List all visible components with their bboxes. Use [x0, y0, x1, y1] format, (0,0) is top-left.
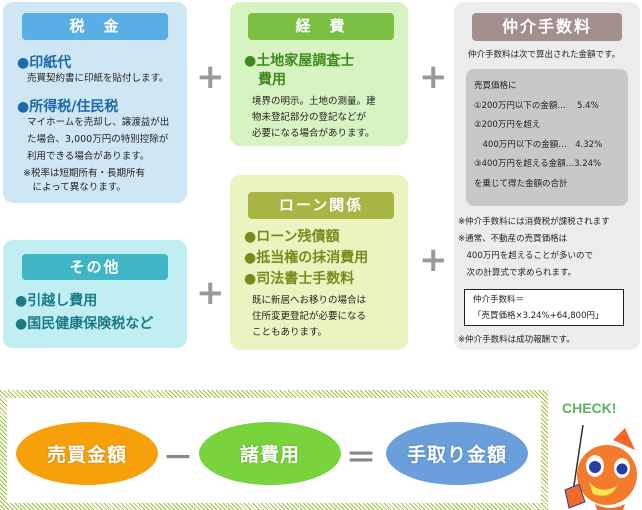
tax-item-income-desc: マイホームを売却し、譲渡益が出 た場合、3,000万円の特別控除が 利用できる場… — [27, 114, 169, 165]
text-line: 費用 — [244, 72, 286, 88]
loan-items: ●ローン残債額 ●抵当権の抹消費用 ●司法書士手数料 — [244, 227, 368, 290]
tax-item-stamp: ●印紙代 — [17, 55, 72, 71]
text-line: ※通常、不動産の売買価格は — [458, 234, 568, 244]
plus-icon: + — [196, 273, 225, 313]
broker-fee-box: 仲介手数料 仲介手数料は次で算出された金額です。 売買価格に ①200万円以下の… — [454, 2, 640, 350]
other-items: ●引越し費用 ●国民健康保険税など — [15, 290, 153, 336]
expense-box: 経 費 ●土地家屋調査士 費用 境界の明示。土地の測量。建 物未登記部分の登記な… — [230, 2, 408, 146]
loan-item: ●ローン残債額 — [244, 229, 340, 245]
goldfish-mascot-icon — [564, 424, 637, 510]
plus-icon: + — [419, 240, 448, 280]
broker-intro: 仲介手数料は次で算出された金額です。 — [468, 50, 621, 60]
loan-header: ローン関係 — [248, 192, 394, 219]
text-line: 物未登記部分の登記などが — [252, 112, 367, 123]
check-label: CHECK! — [562, 400, 617, 416]
loan-item: ●抵当権の抹消費用 — [244, 250, 369, 266]
formula-box: 仲介手数料＝ 「売買価格×3.24%+64,800円」 — [464, 289, 624, 326]
expense-header: 経 費 — [248, 13, 394, 40]
tax-item-stamp-desc: 売買契約書に印紙を貼付します。 — [27, 73, 169, 84]
formula-line: 仲介手数料＝ — [473, 295, 525, 305]
rate-line: ①200万円以下の金額… 5.4% — [474, 100, 599, 111]
text-line: 境界の明示。土地の測量。建 — [252, 96, 376, 107]
minus-icon: － — [163, 441, 193, 476]
text-line: 利用できる場合があります。 — [27, 151, 150, 162]
tax-item-income: ●所得税/住民税 — [17, 99, 119, 115]
expense-desc: 境界の明示。土地の測量。建 物未登記部分の登記などが 必要になる場合があります。 — [252, 94, 376, 142]
text-line: 必要になる場合があります。 — [252, 128, 375, 139]
text-line: 次の計算式で求められます。 — [458, 268, 577, 278]
broker-fee-header: 仲介手数料 — [472, 13, 622, 41]
loan-box: ローン関係 ●ローン残債額 ●抵当権の抹消費用 ●司法書士手数料 既に新居へお移… — [230, 175, 408, 350]
rate-panel: 売買価格に ①200万円以下の金額… 5.4% ②200万円を超え 400万円以… — [466, 69, 628, 206]
text-line: こともあります。 — [252, 327, 328, 338]
expenses-ellipse: 諸費用 — [199, 422, 341, 485]
broker-footer: ※仲介手数料は成功報酬です。 — [458, 335, 575, 345]
sale-amount-ellipse: 売買金額 — [16, 422, 158, 485]
other-item: ●国民健康保険税など — [15, 316, 154, 332]
rate-line: 売買価格に — [474, 81, 517, 91]
plus-icon: + — [419, 57, 448, 97]
rate-line: ③400万円を超える金額…3.24% — [474, 159, 602, 169]
rate-list: 売買価格に ①200万円以下の金額… 5.4% ②200万円を超え 400万円以… — [474, 77, 602, 194]
text-line: によって異なります。 — [23, 182, 126, 193]
tax-header: 税 金 — [22, 13, 168, 40]
rate-line: 400万円以下の金額… 4.32% — [474, 139, 603, 150]
text-line: た場合、3,000万円の特別控除が — [27, 134, 169, 145]
expense-item-survey: ●土地家屋調査士 費用 — [244, 52, 354, 90]
net-proceeds-ellipse: 手取り金額 — [386, 422, 528, 485]
broker-notes: ※仲介手数料には消費税が課税されます ※通常、不動産の売買価格は 400万円を超… — [458, 214, 610, 282]
text-line: 400万円を超えることが多いので — [458, 251, 593, 261]
loan-desc: 既に新居へお移りの場合は 住所変更登記が必要になる こともあります。 — [252, 293, 366, 341]
other-header: その他 — [22, 254, 168, 280]
text-line: 住所変更登記が必要になる — [252, 311, 367, 322]
equals-icon: ＝ — [346, 441, 376, 476]
text-line: マイホームを売却し、譲渡益が出 — [27, 117, 170, 128]
other-box: その他 ●引越し費用 ●国民健康保険税など — [3, 240, 187, 348]
other-item: ●引越し費用 — [15, 293, 98, 309]
text-line: ●土地家屋調査士 — [244, 53, 355, 69]
plus-icon: + — [196, 57, 225, 97]
text-line: ※税率は短期所有・長期所有 — [23, 168, 145, 179]
loan-item: ●司法書士手数料 — [244, 271, 355, 287]
text-line: ※仲介手数料には消費税が課税されます — [458, 217, 610, 227]
rate-line: を乗じて得た金額の合計 — [474, 178, 568, 189]
rate-line: ②200万円を超え — [474, 120, 541, 130]
formula-line: 「売買価格×3.24%+64,800円」 — [473, 311, 604, 321]
tax-box: 税 金 ●印紙代 売買契約書に印紙を貼付します。 ●所得税/住民税 マイホームを… — [3, 2, 187, 203]
tax-note: ※税率は短期所有・長期所有 によって異なります。 — [23, 167, 145, 195]
text-line: 既に新居へお移りの場合は — [252, 295, 367, 306]
